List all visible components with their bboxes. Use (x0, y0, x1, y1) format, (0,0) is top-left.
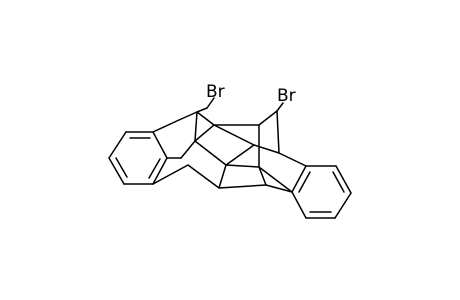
bond (152, 157, 168, 185)
atom-label-br-right: Br (277, 86, 296, 106)
bond (218, 184, 267, 189)
double-bond-inner (332, 171, 345, 193)
cage-framework (152, 97, 307, 193)
bond (258, 110, 278, 126)
bond (225, 144, 255, 166)
bond (258, 166, 293, 193)
bond (180, 140, 196, 159)
bond (206, 97, 215, 109)
bond (196, 111, 215, 126)
bond (278, 152, 307, 167)
left-benzene-ring (108, 131, 168, 185)
bond (218, 164, 227, 189)
double-bond-inner (298, 171, 311, 193)
bond (276, 110, 280, 154)
bond (276, 102, 284, 112)
bond (265, 184, 293, 193)
bond (291, 191, 307, 219)
bond (213, 124, 255, 146)
bond (334, 192, 352, 219)
bond (152, 164, 189, 185)
bond (152, 131, 168, 159)
bond (335, 165, 352, 194)
bond (152, 119, 180, 133)
right-benzene-ring (291, 165, 352, 219)
bond (291, 165, 307, 193)
atom-label-br-left: Br (206, 82, 225, 102)
bond (108, 157, 125, 185)
double-bond-inner (115, 157, 128, 178)
double-bond-inner (148, 158, 161, 179)
bond (194, 124, 215, 142)
bond (196, 107, 208, 113)
bond (194, 140, 227, 166)
bond (225, 164, 260, 168)
bond (258, 166, 267, 186)
bond (253, 144, 280, 154)
bond (194, 111, 198, 142)
bond (108, 131, 127, 159)
bond (187, 164, 220, 189)
bond (178, 111, 198, 121)
